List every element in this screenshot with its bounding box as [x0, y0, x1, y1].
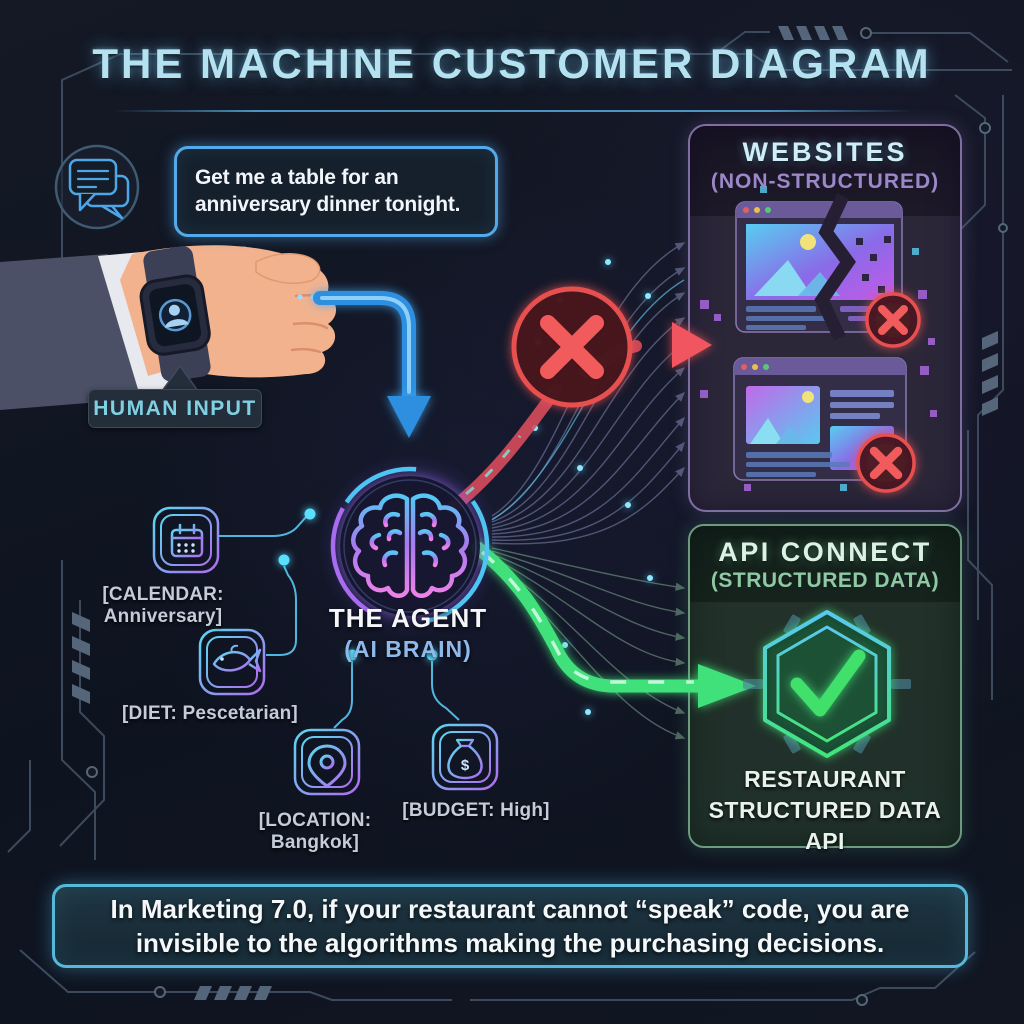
footer-quote-text: In Marketing 7.0, if your restaurant can… [110, 893, 910, 958]
calendar-icon [152, 506, 220, 574]
agent-brain [318, 454, 502, 638]
api-panel-header [690, 526, 960, 603]
page-title: THE MACHINE CUSTOMER DIAGRAM [92, 40, 932, 87]
preference-label-diet: [DIET: Pescetarian] [122, 703, 298, 724]
svg-text:$: $ [461, 757, 470, 774]
preference-tags: $ [152, 506, 499, 796]
speech-bubble: Get me a table for an anniversary dinner… [174, 146, 498, 237]
data-flow-lines [491, 242, 686, 740]
money-bag-icon: $ [431, 723, 499, 791]
human-hand-watch [0, 245, 337, 410]
smartwatch [139, 246, 211, 382]
speech-bubble-tail [203, 246, 247, 300]
location-pin-icon [293, 728, 361, 796]
agent-to-websites-path [446, 322, 712, 514]
websites-panel-header [690, 126, 960, 217]
speech-bubble-text: Get me a table for an anniversary dinner… [195, 166, 461, 217]
human-to-agent-arrow [297, 291, 431, 438]
human-input-pointer [160, 364, 200, 392]
agent-title: THE AGENT [328, 603, 488, 633]
api-panel [688, 524, 962, 848]
preference-label-calendar: [CALENDAR: Anniversary] [102, 584, 224, 627]
error-x-icon [511, 286, 633, 408]
human-input-label: HUMAN INPUT [88, 389, 262, 428]
user-avatar-icon [158, 298, 192, 332]
agent-ring [330, 466, 490, 626]
agent-subtitle: (AI BRAIN) [344, 636, 472, 662]
preference-label-budget: [BUDGET: High] [402, 800, 550, 821]
footer-quote-box: In Marketing 7.0, if your restaurant can… [52, 884, 968, 968]
glow-dots [532, 259, 653, 715]
title-underline [112, 110, 912, 112]
fish-icon [198, 628, 266, 696]
websites-panel [688, 124, 962, 512]
chat-bubbles-icon [54, 144, 140, 230]
preference-label-location: [LOCATION: Bangkok] [258, 810, 372, 853]
brain-icon [351, 493, 469, 598]
connector-nodes [278, 508, 438, 661]
